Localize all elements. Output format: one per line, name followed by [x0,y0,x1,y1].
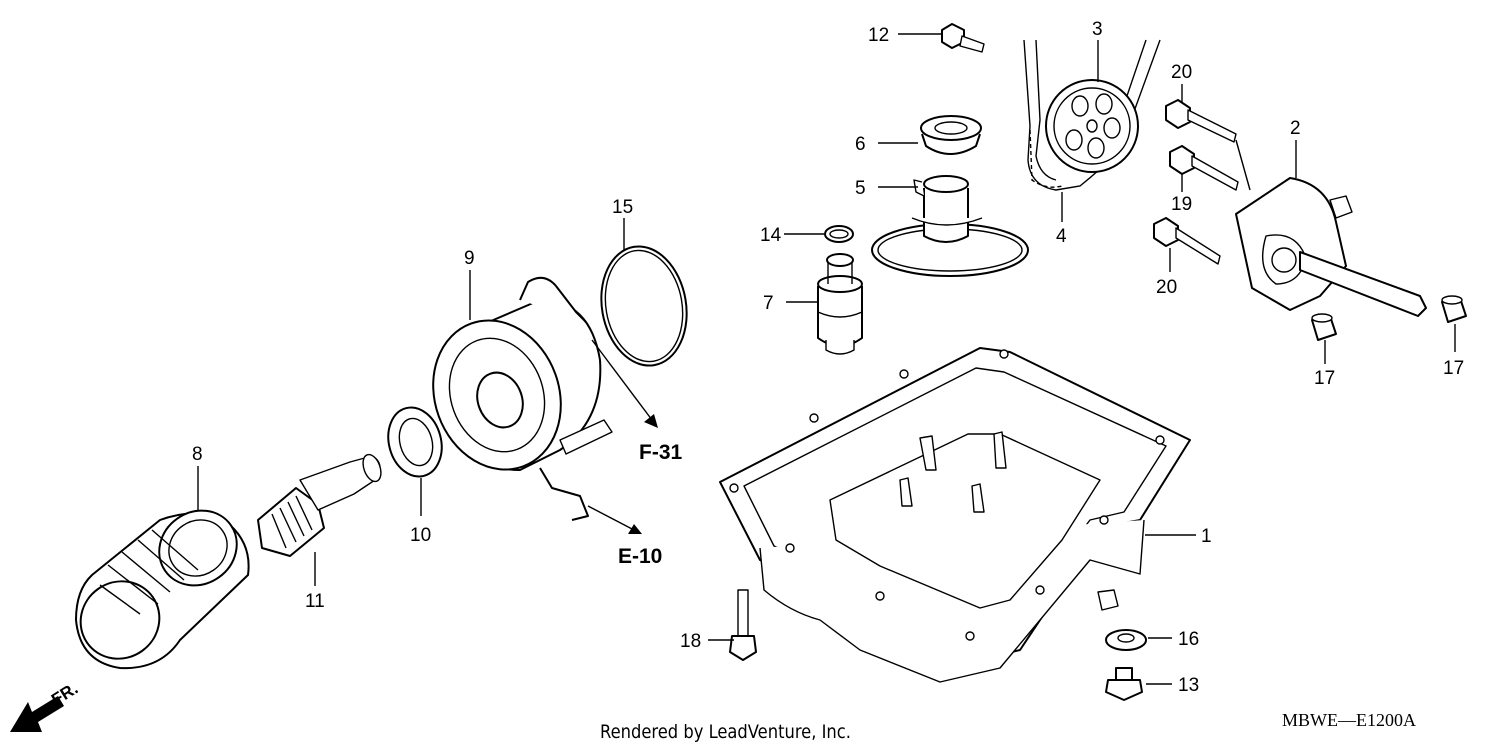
part-bolt-19[interactable] [1169,145,1239,191]
label-part-8: 8 [192,444,203,465]
label-part-20-b: 20 [1156,277,1177,298]
label-part-10: 10 [410,525,431,546]
label-part-17-b: 17 [1443,358,1464,379]
reference-arrow-f31 [591,339,658,428]
part-washer-16[interactable] [1105,629,1147,651]
part-oil-pump[interactable] [1235,177,1427,317]
part-large-o-ring[interactable] [592,240,696,373]
part-sprocket[interactable] [1045,79,1139,173]
label-part-20-a: 20 [1171,62,1192,83]
front-direction-arrow [10,696,64,732]
part-oil-pan[interactable] [719,347,1191,683]
reference-arrow-e10 [587,505,642,534]
label-part-7: 7 [763,293,774,314]
part-dowel-pin-a[interactable] [1311,313,1337,341]
part-oil-strainer[interactable] [871,175,1029,277]
leader-lines [197,33,1456,685]
credit-text: Rendered by LeadVenture, Inc. [600,722,851,743]
label-part-15: 15 [612,197,633,218]
part-bolt-18[interactable] [729,589,757,661]
label-part-14: 14 [760,225,782,246]
label-part-18: 18 [680,631,701,652]
part-small-o-ring[interactable] [824,225,854,243]
label-part-9: 9 [464,248,475,269]
label-part-19: 19 [1171,194,1192,215]
label-part-11: 11 [305,591,325,612]
part-gasket-ring[interactable] [381,401,449,482]
label-part-5: 5 [855,178,866,199]
label-part-17-a: 17 [1314,368,1335,389]
part-bolt-20-upper[interactable] [1165,99,1237,143]
diagram-code: MBWE—E1200A [1282,710,1416,730]
part-bolt-12[interactable] [941,23,985,53]
part-dowel-pin-b[interactable] [1441,295,1467,323]
label-part-4: 4 [1056,226,1067,247]
label-part-2: 2 [1290,118,1301,139]
label-part-3: 3 [1092,19,1103,40]
part-seal[interactable] [920,115,982,155]
label-part-16: 16 [1178,629,1199,650]
label-part-1: 1 [1201,526,1212,547]
part-oil-cooler[interactable] [413,276,613,521]
part-drain-bolt-13[interactable] [1105,667,1143,701]
label-part-13: 13 [1178,675,1199,696]
part-oil-filter[interactable] [65,496,251,675]
part-bolt-20-lower[interactable] [1153,217,1221,265]
part-relief-valve[interactable] [817,253,863,355]
reference-label-f31[interactable]: F-31 [639,441,683,464]
label-part-6: 6 [855,134,866,155]
reference-label-e10[interactable]: E-10 [618,545,662,568]
label-part-12: 12 [868,25,889,46]
part-oil-cooler-bolt[interactable] [257,452,384,557]
